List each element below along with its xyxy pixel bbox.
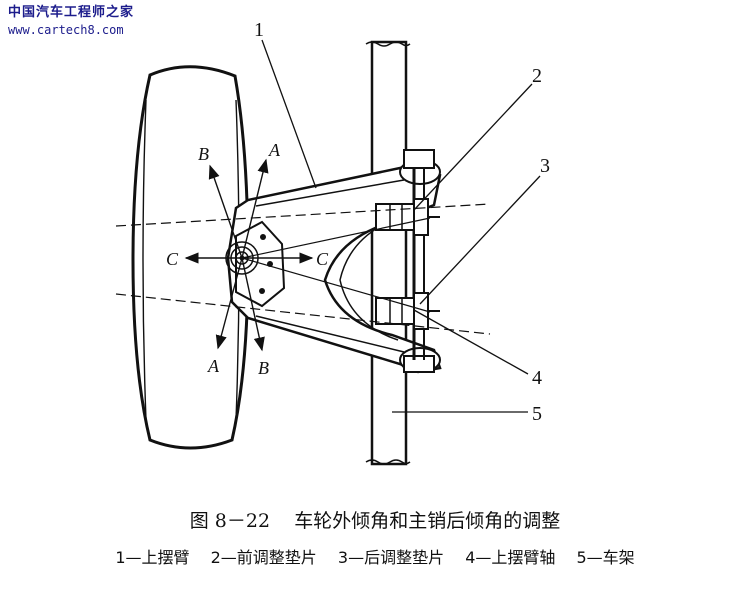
center-lines [115,203,491,335]
callout-2: 2 [532,65,542,87]
watermark: 中国汽车工程师之家 www.cartech8.com [8,4,134,38]
watermark-site-name: 中国汽车工程师之家 [8,5,135,20]
legend-item: 5—车架 [576,548,635,567]
legend-item: 4—上摆臂轴 [465,548,556,567]
direction-label-a-top: A [268,140,281,160]
legend-item: 1—上摆臂 [115,548,190,567]
direction-label-c-left: C [166,249,179,269]
figure-legend: 1—上摆臂 2—前调整垫片 3—后调整垫片 4—上摆臂轴 5—车架 [0,544,750,568]
callout-4: 4 [532,367,542,389]
legend-item: 3—后调整垫片 [337,548,445,567]
frame-rail [365,40,411,466]
direction-arrows [184,158,314,352]
figure-caption: 图 8－22 车轮外倾角和主销后倾角的调整 [0,506,750,533]
figure-number: 图 8－22 [189,510,271,532]
direction-label-c-right: C [316,249,329,269]
figure-title: 车轮外倾角和主销后倾角的调整 [294,510,561,532]
direction-label-b-top: B [198,144,209,164]
callout-3: 3 [540,155,550,177]
callout-5: 5 [532,403,542,425]
callout-leaders [261,39,541,413]
watermark-url: www.cartech8.com [8,23,124,37]
front-shim-group [375,198,440,236]
callout-1: 1 [254,19,264,41]
legend-item: 2—前调整垫片 [210,548,317,567]
rear-shim-group [375,292,440,330]
suspension-diagram: A A B B C C 1 2 3 4 5 [115,19,550,466]
direction-label-a-bottom: A [207,356,220,376]
direction-label-b-bottom: B [258,358,269,378]
